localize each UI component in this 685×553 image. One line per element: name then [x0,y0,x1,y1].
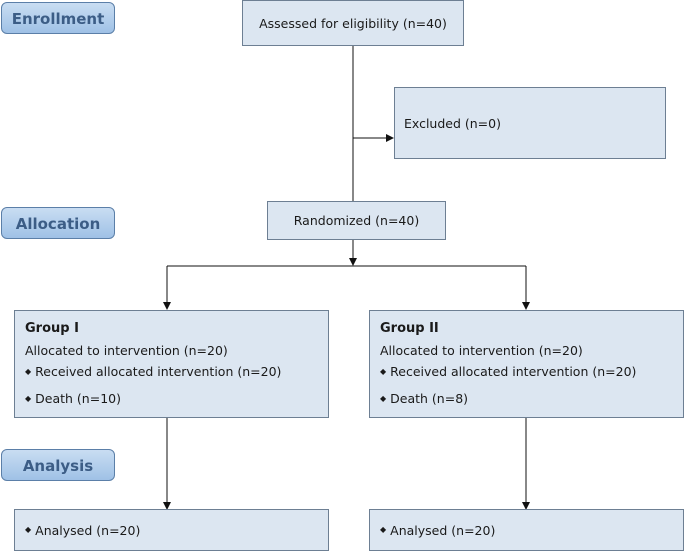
group-1-death: Death (n=10) [35,390,121,406]
assessed-box: Assessed for eligibility (n=40) [242,0,464,46]
group-2-received: Received allocated intervention (n=20) [390,363,637,379]
group-1-box: Group I Allocated to intervention (n=20)… [14,310,329,418]
group-2-title: Group II [380,321,439,336]
group-1-allocated: Allocated to intervention (n=20) [25,342,228,358]
assessed-text: Assessed for eligibility (n=40) [259,15,447,31]
bullet-icon: ◆ [25,525,32,535]
group-1-title: Group I [25,321,79,336]
group-2-allocated: Allocated to intervention (n=20) [380,342,583,358]
group-2-received-item: ◆Received allocated intervention (n=20) [380,364,675,379]
randomized-text: Randomized (n=40) [293,213,420,228]
group-2-death-item: ◆Death (n=8) [380,391,675,406]
group-2-death: Death (n=8) [390,390,469,406]
bullet-icon: ◆ [25,367,32,377]
randomized-box: Randomized (n=40) [267,201,446,240]
bullet-icon: ◆ [25,394,32,404]
group-1-received-item: ◆Received allocated intervention (n=20) [25,364,320,379]
group-1-analysed-box: ◆Analysed (n=20) [14,509,329,551]
group-1-death-item: ◆Death (n=10) [25,391,320,406]
group-2-analysed-box: ◆Analysed (n=20) [369,509,684,551]
bullet-icon: ◆ [380,394,387,404]
group-1-analysed: Analysed (n=20) [35,522,141,538]
bullet-icon: ◆ [380,367,387,377]
stage-enrollment: Enrollment [1,2,115,34]
group-2-box: Group II Allocated to intervention (n=20… [369,310,684,418]
excluded-text: Excluded (n=0) [404,115,501,131]
excluded-box: Excluded (n=0) [394,87,666,159]
bullet-icon: ◆ [380,525,387,535]
stage-allocation: Allocation [1,207,115,239]
group-2-analysed: Analysed (n=20) [390,522,496,538]
stage-analysis: Analysis [1,449,115,481]
group-1-received: Received allocated intervention (n=20) [35,363,282,379]
